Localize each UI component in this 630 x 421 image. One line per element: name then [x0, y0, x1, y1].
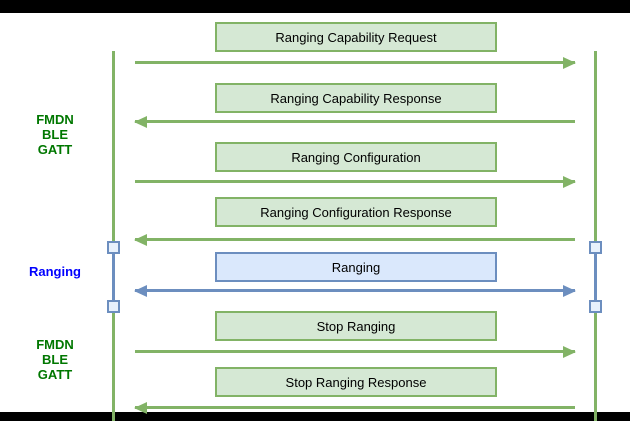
message-box: Ranging Configuration Response — [215, 197, 497, 227]
arrow-right — [135, 350, 575, 353]
section-label-line: Ranging — [29, 264, 81, 279]
bottom-border-band — [0, 412, 630, 421]
message-label: Ranging Configuration Response — [260, 204, 452, 220]
message-label: Stop Ranging — [316, 318, 396, 334]
ranging-session-segment-left — [112, 247, 115, 306]
arrow-left — [135, 120, 575, 123]
message-box: Ranging Capability Request — [215, 22, 497, 52]
activation-marker — [107, 241, 120, 254]
message-box: Ranging — [215, 252, 497, 282]
top-border-band — [0, 0, 630, 13]
section-label-ranging: Ranging — [10, 264, 100, 279]
message-label: Ranging Capability Response — [270, 90, 442, 106]
arrow-left — [135, 406, 575, 409]
right-lifeline — [594, 51, 597, 421]
section-label-line: FMDN — [36, 112, 74, 127]
arrow-both — [135, 289, 575, 292]
activation-marker — [589, 241, 602, 254]
section-label-line: BLE — [42, 127, 68, 142]
message-box: Stop Ranging — [215, 311, 497, 341]
arrow-right — [135, 180, 575, 183]
section-label-line: GATT — [37, 142, 73, 157]
section-label-line: BLE — [42, 352, 68, 367]
message-box: Ranging Capability Response — [215, 83, 497, 113]
activation-marker — [107, 300, 120, 313]
activation-marker — [589, 300, 602, 313]
section-label-fmdn-ble-gatt-top: FMDN BLE GATT — [10, 112, 100, 157]
section-label-line: FMDN — [36, 337, 74, 352]
arrow-left — [135, 238, 575, 241]
message-label: Stop Ranging Response — [285, 374, 427, 390]
arrow-right — [135, 61, 575, 64]
left-lifeline — [112, 51, 115, 421]
message-label: Ranging — [331, 259, 381, 275]
section-label-line: GATT — [37, 367, 73, 382]
ranging-session-segment-right — [594, 247, 597, 306]
section-label-fmdn-ble-gatt-bottom: FMDN BLE GATT — [10, 337, 100, 382]
message-box: Ranging Configuration — [215, 142, 497, 172]
message-label: Ranging Configuration — [291, 149, 421, 165]
message-box: Stop Ranging Response — [215, 367, 497, 397]
message-label: Ranging Capability Request — [275, 29, 437, 45]
